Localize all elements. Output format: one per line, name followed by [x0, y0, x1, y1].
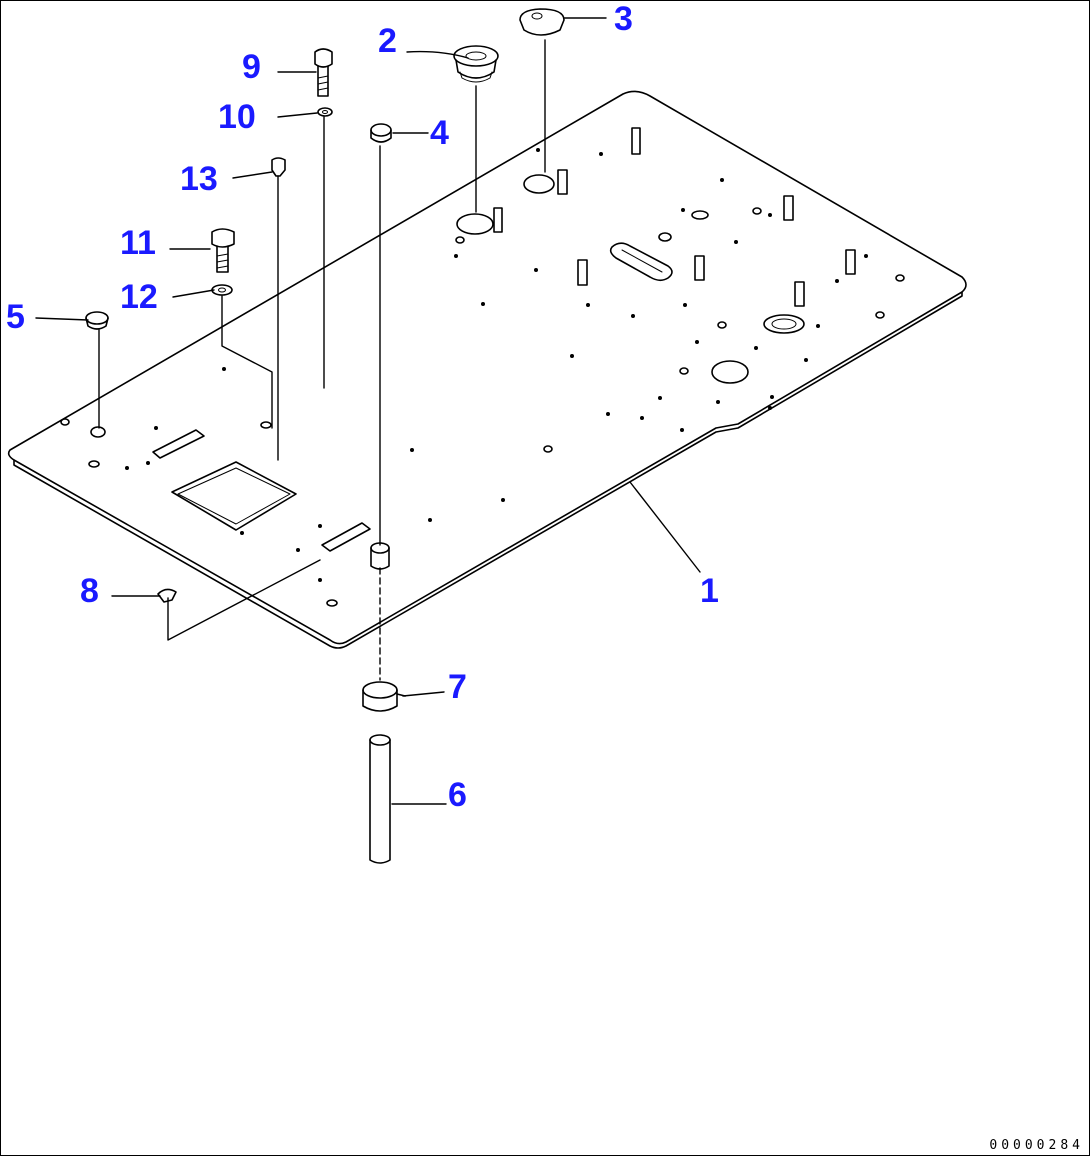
pipe-sleeve	[370, 542, 390, 570]
callout-13: 13	[180, 160, 218, 198]
callout-12: 12	[120, 278, 158, 316]
callout-11: 11	[120, 224, 156, 262]
callout-5: 5	[6, 298, 25, 336]
part-9-bolt	[314, 48, 333, 97]
callout-7: 7	[448, 668, 467, 706]
part-10-washer	[317, 107, 333, 117]
callout-10: 10	[218, 98, 256, 136]
part-8-clip	[157, 588, 177, 603]
callout-4: 4	[430, 114, 449, 152]
floor-plate-part	[7, 90, 967, 649]
callout-1: 1	[700, 572, 719, 610]
part-5-grommet	[85, 311, 109, 330]
callout-2: 2	[378, 22, 397, 60]
part-6-pipe	[369, 734, 391, 864]
part-11-bolt	[211, 228, 235, 273]
part-3-cap	[519, 8, 565, 36]
part-7-clamp	[362, 681, 406, 712]
part-2-grommet	[453, 45, 499, 83]
drawing-number: 00000284	[989, 1138, 1084, 1153]
leader-lines	[35, 17, 701, 805]
callout-3: 3	[614, 0, 633, 38]
part-12-washer	[211, 284, 233, 296]
part-13-plug	[271, 157, 286, 177]
part-4-plug	[370, 123, 392, 143]
callout-9: 9	[242, 48, 261, 86]
callout-8: 8	[80, 572, 99, 610]
callout-6: 6	[448, 776, 467, 814]
